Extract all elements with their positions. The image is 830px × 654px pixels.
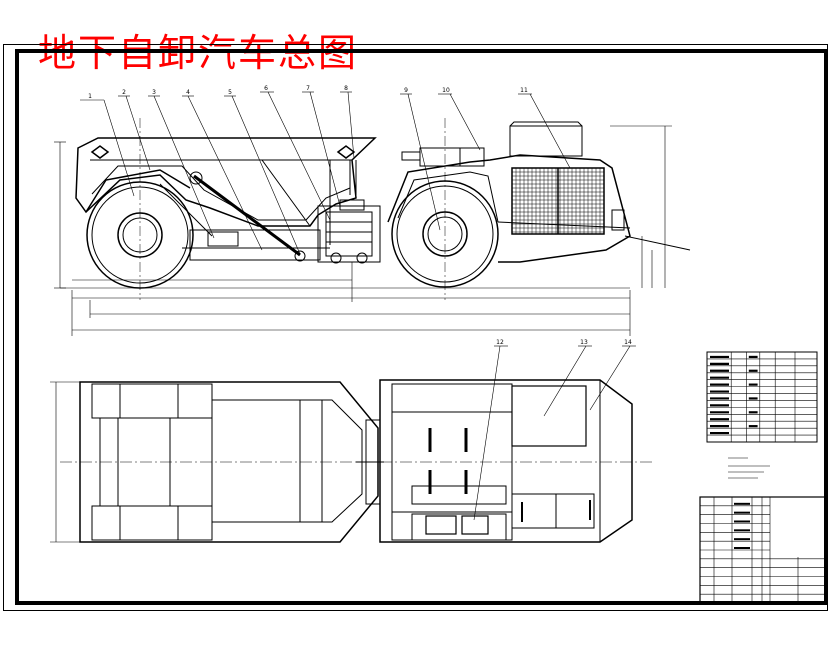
dump-body	[75, 137, 377, 227]
top-view: 12 13 14	[50, 339, 652, 543]
part-balloon-labels: 1 2 3 4 5 6 7 8 9 10 11	[88, 85, 528, 100]
part-balloon-10: 10	[442, 87, 450, 94]
rear-wheel	[85, 169, 194, 289]
part-balloon-2: 2	[122, 89, 126, 96]
part-balloon-9: 9	[404, 87, 408, 94]
part-balloon-11: 11	[520, 87, 528, 94]
top-balloon-labels: 12 13 14	[496, 339, 632, 346]
front-frame	[189, 229, 321, 261]
part-balloon-4: 4	[186, 89, 190, 96]
part-balloon-3: 3	[152, 89, 156, 96]
part-balloon-1: 1	[88, 93, 92, 100]
radiator-grille	[511, 167, 605, 235]
hoist-cylinder	[193, 174, 301, 257]
part-balloon-13: 13	[580, 339, 588, 346]
part-balloon-5: 5	[228, 89, 232, 96]
dimension-lines	[54, 125, 672, 336]
title-block	[699, 496, 827, 604]
side-view: 1 2 3 4 5 6 7 8 9 10 11	[54, 85, 691, 336]
part-balloon-6: 6	[264, 85, 268, 92]
inner-frame	[15, 49, 828, 605]
part-balloon-14: 14	[624, 339, 632, 346]
part-balloon-8: 8	[344, 85, 348, 92]
parts-table	[706, 351, 818, 443]
dump-body-inner	[91, 162, 351, 221]
part-balloon-12: 12	[496, 339, 504, 346]
technical-notes	[728, 457, 770, 479]
articulation-joint	[317, 199, 381, 264]
part-balloon-leaders	[80, 91, 571, 255]
outer-frame	[3, 44, 828, 611]
part-balloon-7: 7	[306, 85, 310, 92]
